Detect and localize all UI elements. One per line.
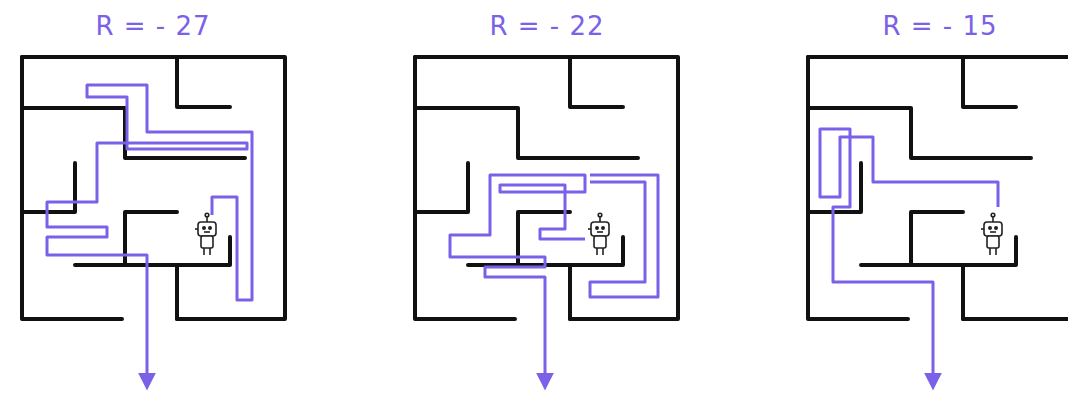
reward-label: R = - 27	[95, 11, 210, 41]
reward-label: R = - 15	[882, 11, 997, 41]
reward-label: R = - 22	[489, 11, 604, 41]
maze	[808, 57, 1068, 387]
maze	[22, 57, 285, 387]
maze	[415, 57, 678, 387]
